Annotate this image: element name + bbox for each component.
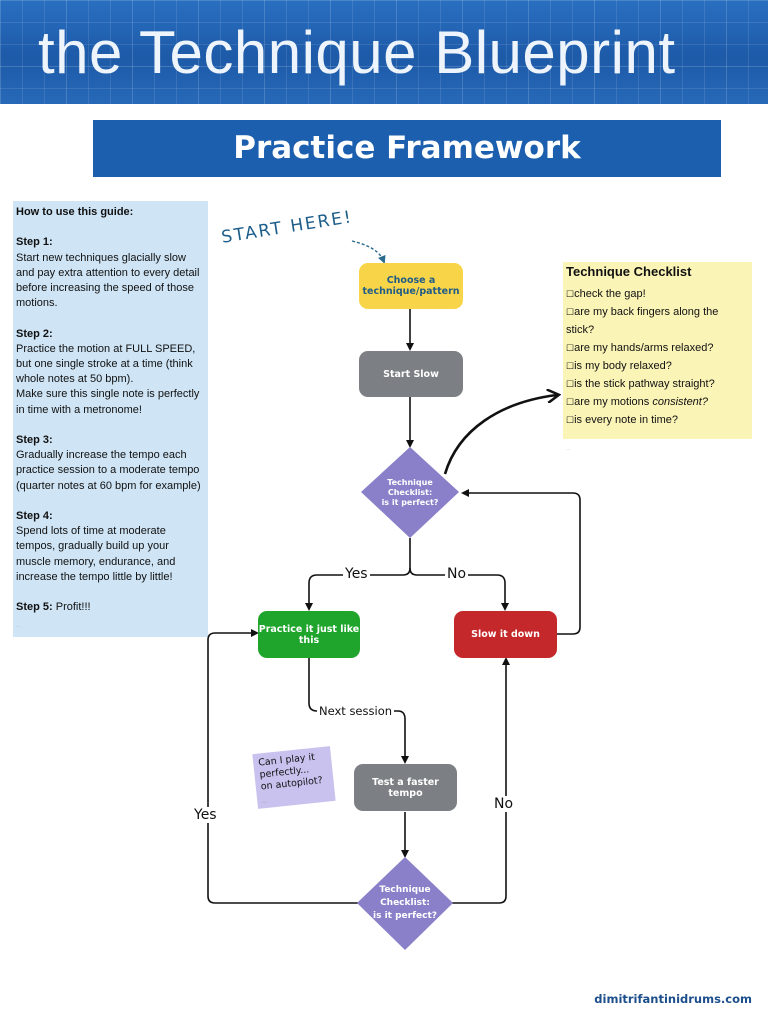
slow-down-node: Slow it down [454,611,557,658]
checklist-item: ☐are my motions consistent? [566,396,708,408]
step-2-extra: Make sure this single note is perfectly … [16,388,200,416]
choose-technique-node: Choose a technique/pattern [359,263,463,309]
step-4-label: Step 4: [16,510,53,522]
checkbox-icon: ☐ [566,361,575,371]
checkbox-icon: ☐ [566,343,575,353]
section-title: Practice Framework [233,130,581,166]
checkbox-icon: ☐ [566,289,575,299]
step-1-label: Step 1: [16,236,53,249]
checklist-fine-print: ····· [566,447,571,451]
checkbox-icon: ☐ [566,307,575,317]
yes-loop-label: Yes [192,807,219,823]
step-3-text: Gradually increase the tempo each practi… [16,449,201,492]
checklist-item: ☐are my back fingers along the stick? [566,306,719,336]
arrow-no-loop [452,657,510,904]
arrow-no-to-slow [409,567,509,611]
technique-checklist: Technique Checklist ☐check the gap! ☐are… [563,262,752,451]
checkbox-icon: ☐ [566,379,575,389]
step-5-label: Step 5: [16,601,53,614]
step-2-text: Practice the motion at FULL SPEED, but o… [16,342,196,386]
checklist-title: Technique Checklist [566,264,692,279]
step-4-text: Spend lots of time at moderate tempos, g… [16,525,176,583]
guide-fine-print: ····· [16,624,21,629]
start-slow-node: Start Slow [359,351,463,397]
arrow-slow-to-check [461,489,581,635]
yes-label: Yes [343,566,370,582]
arrow-yes-loop [207,629,358,904]
practice-node: Practice it just like this [258,611,360,658]
blueprint-grid [0,0,768,104]
checklist-question-1: Technique Checklist: is it perfect? [381,478,439,507]
header-banner: the Technique Blueprint [0,0,768,104]
step-2-label: Step 2: [16,327,53,340]
no-label: No [445,566,469,582]
checklist-item: ☐are my hands/arms relaxed? [566,342,714,354]
site-link[interactable]: dimitrifantinidrums.com [594,992,752,1006]
checkbox-icon: ☐ [566,415,575,425]
page-title: the Technique Blueprint [38,19,676,86]
start-here-arrow [351,240,386,264]
step-3-label: Step 3: [16,434,53,446]
checklist-item: ☐is my body relaxed? [566,360,672,372]
checklist-item: ☐is every note in time? [566,414,679,426]
next-session-label: Next session [317,704,395,718]
checklist-diamond-1 [361,447,459,538]
arrow-to-checklist [443,395,557,475]
checklist-diamond-2 [357,857,453,950]
autopilot-sticky-note: Can I play it perfectly... on autopilot?… [252,746,336,809]
guide-heading: How to use this guide: [16,206,134,218]
step-5-text: Profit!!! [52,601,91,614]
how-to-guide: How to use this guide: Step 1: Start new… [13,201,208,637]
step-1-text: Start new techniques glacially slow and … [16,251,200,310]
faster-tempo-node: Test a faster tempo [354,764,457,811]
blueprint-grid-major [0,0,768,104]
no-loop-label: No [492,796,516,812]
checklist-item: ☐is the stick pathway straight? [566,378,715,390]
checkbox-icon: ☐ [566,397,575,407]
checklist-question-2: Technique Checklist: is it perfect? [373,884,437,921]
checklist-item: ☐check the gap! [566,288,646,300]
section-title-bar: Practice Framework [93,120,721,177]
